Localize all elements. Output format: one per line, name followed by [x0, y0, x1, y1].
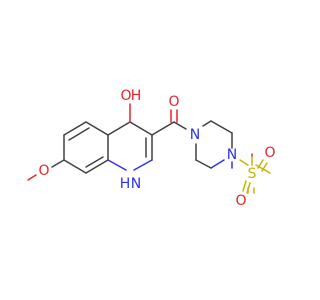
bond: [63, 159, 87, 174]
ring-nh-hydrogen-label: H: [120, 176, 131, 192]
bond: [129, 121, 153, 136]
piperazine-n4-label: N: [227, 147, 237, 163]
ring-oh-hydrogen-label: H: [131, 88, 142, 104]
sulfonyl-o-top-label: O: [264, 145, 275, 161]
structure-svg: O H O O H N N N S O O: [27, 88, 276, 209]
substituent-bonds: [27, 103, 187, 181]
sulfonyl-sulfur-label: S: [248, 166, 257, 182]
bond: [210, 120, 233, 134]
bond: [261, 162, 268, 172]
pyridine-ring-bonds: [107, 121, 153, 171]
bond: [85, 121, 109, 136]
bond: [257, 159, 264, 169]
bond: [107, 159, 127, 171]
bond: [63, 121, 87, 136]
bond: [85, 159, 109, 174]
piperazine-n1-label: N: [190, 127, 200, 143]
bond: [242, 180, 247, 192]
molecule-diagram: O H O O H N N N S O O: [27, 88, 276, 209]
bond: [210, 159, 225, 169]
bond: [85, 156, 104, 168]
methoxy-oxygen-label: O: [38, 163, 49, 179]
bond: [246, 182, 251, 194]
atom-labels: O H O O H N N N S O O: [38, 88, 275, 209]
bond: [151, 121, 175, 136]
bond: [107, 121, 131, 136]
bond: [202, 120, 212, 127]
bond: [51, 159, 65, 168]
bond: [173, 121, 187, 130]
bond: [68, 127, 90, 141]
carbonyl-oxygen-label: O: [168, 94, 179, 110]
sulfonyl-oxygen-bonds: [242, 159, 268, 194]
bond: [27, 174, 37, 181]
benzene-ring-bonds: [63, 121, 109, 174]
bond: [195, 159, 212, 169]
bond: [133, 159, 153, 171]
ring-oh-oxygen-label: O: [120, 88, 131, 104]
bond: [239, 159, 249, 166]
ring-nh-nitrogen-label: N: [131, 176, 141, 192]
sulfonyl-o-bottom-label: O: [235, 193, 246, 209]
